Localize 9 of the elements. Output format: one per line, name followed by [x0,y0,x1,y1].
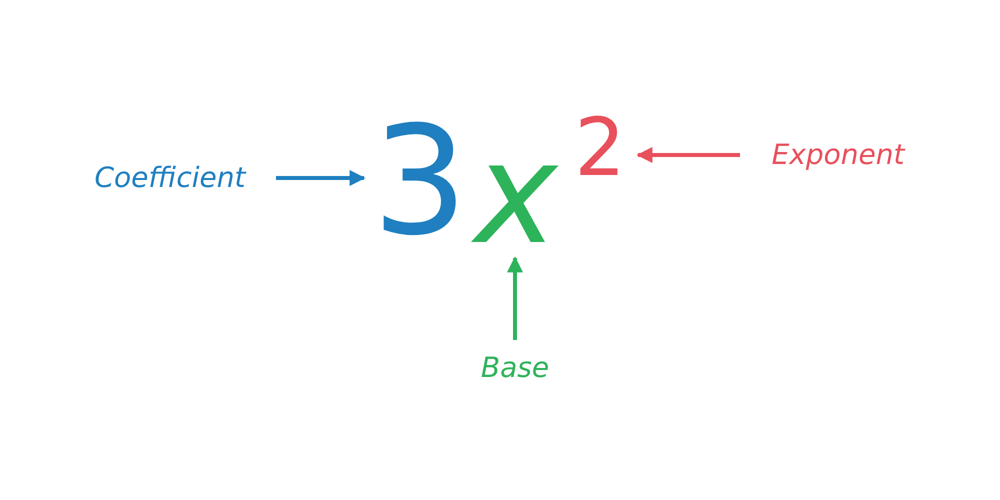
arrow [636,147,740,163]
coefficient-digit: 3 [372,118,468,246]
variable-letter: x [470,140,562,250]
term-label: Coefficient [72,158,268,198]
arrow [276,170,366,186]
arrow [507,256,523,340]
term-label: Exponent [748,135,928,175]
exponent-digit: 2 [570,110,630,186]
term-label: Base [470,348,560,388]
